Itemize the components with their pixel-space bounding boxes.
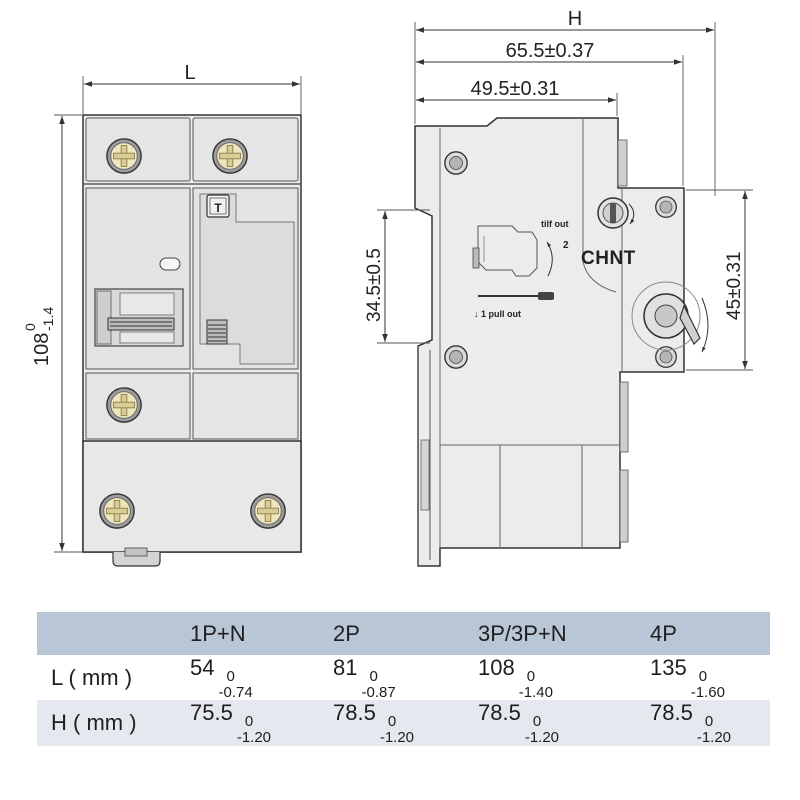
operating-handle [94,288,184,347]
upper-tolerance: 0 [244,713,254,730]
value-cell: 78.5 0-1.20 [333,700,478,746]
body-depth-value: 49.5±0.31 [471,78,560,100]
brand-logo: CHNT [581,248,636,269]
nominal-value: 78.5 [333,700,376,725]
nominal-value: 78.5 [650,700,693,725]
front-height-dimension: 108 0 -1.4 [22,114,82,553]
side-rail-height-dimension: 34.5±0.5 [364,209,430,344]
height-value: 108 [31,333,53,366]
side-body-depth-dimension: 49.5±0.31 [416,78,618,116]
nominal-value: 78.5 [478,700,521,725]
terminal-screw [212,138,248,174]
status-window [159,257,181,271]
upper-tolerance: 0 [226,667,235,685]
value-cell: 78.5 0-1.20 [478,700,650,746]
knurled-slider [206,319,228,345]
value-cell: 81 0-0.87 [333,655,478,701]
side-body-outline [414,117,685,567]
nominal-value: 54 [190,654,215,680]
upper-tolerance: 0 [698,667,708,685]
side-overall-depth-dimension: 65.5±0.37 [416,40,684,186]
front-width-dimension: L [82,62,302,114]
upper-tolerance: 0 [532,713,542,730]
head-height-value: 45±0.31 [724,251,745,320]
lower-tolerance: -1.20 [236,729,272,746]
lower-tolerance: -1.20 [696,729,732,746]
value-cell: 75.5 0-1.20 [190,700,333,746]
lower-tolerance: -0.74 [218,683,253,701]
header-cell: 3P/3P+N [478,620,567,646]
nominal-value: 75.5 [190,700,233,725]
lower-terminal-right [192,372,299,440]
side-head-height-dimension: 45±0.31 [686,189,753,371]
side-rail-block [617,139,628,187]
din-rail-latch [417,346,431,566]
terminal-screw [99,493,135,529]
tilt-knob [597,197,635,229]
upper-tolerance: 0 [704,713,714,730]
pull-out-label: ↓ 1 pull out [474,309,521,319]
table-header-row: 1P+N 2P 3P/3P+N 4P [37,612,770,655]
side-rail-block [619,469,629,543]
step-two-label: 2 [563,240,569,251]
height-lower-tolerance: -1.4 [40,307,56,331]
rotary-knob [631,281,709,353]
value-cell: 78.5 0-1.20 [650,700,770,746]
terminal-screw [106,387,142,423]
side-screw [655,196,677,218]
header-cell: 2P [333,620,360,646]
side-screw [444,151,468,175]
side-view: tilf out 2 CHNT ↓ 1 pull out [414,117,709,567]
front-view: T [82,114,302,567]
tilt-out-label: tilf out [541,219,569,229]
header-cell: 4P [650,620,677,646]
value-cell: 54 0-0.74 [190,655,333,701]
row-label: L ( mm ) [51,664,133,690]
lower-tolerance: -0.87 [361,683,396,701]
nominal-value: 81 [333,654,358,680]
side-screw [444,345,468,369]
nominal-value: 135 [650,654,687,680]
total-depth-label: H [568,8,582,30]
upper-tolerance: 0 [387,713,397,730]
nominal-value: 108 [478,654,515,680]
lower-tolerance: -1.60 [690,683,725,701]
lower-tolerance: -1.40 [518,683,553,701]
row-label: H ( mm ) [51,710,137,735]
lower-tolerance: -1.20 [379,729,415,746]
pull-out-illustration [472,225,554,300]
upper-tolerance: 0 [369,667,378,685]
upper-tolerance: 0 [526,667,536,685]
terminal-screw [250,493,286,529]
test-button: T [206,194,230,218]
height-upper-tolerance: 0 [22,323,38,331]
side-total-depth-dimension: H [414,8,716,196]
terminal-screw [106,138,142,174]
header-cell: 1P+N [190,620,246,646]
value-cell: 135 0-1.60 [650,655,770,701]
lower-tolerance: -1.20 [524,729,560,746]
breaker-dimension-drawing: T L 108 0 -1.4 [22,8,753,567]
test-button-label: T [214,201,222,215]
width-label: L [184,62,195,84]
overall-depth-value: 65.5±0.37 [506,40,595,62]
rail-height-value: 34.5±0.5 [364,248,385,322]
value-cell: 108 0-1.40 [478,655,650,701]
side-rail-block [619,381,629,453]
